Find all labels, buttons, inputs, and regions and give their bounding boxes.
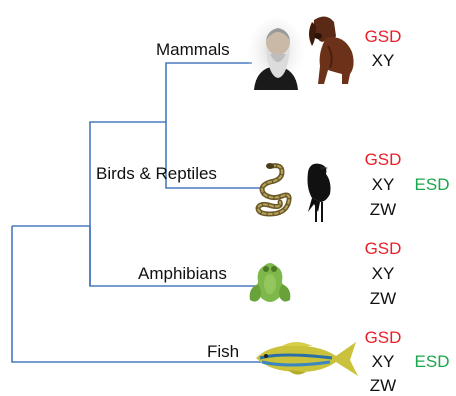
bearded-man-portrait-icon — [248, 18, 304, 90]
fish-zw-label: ZW — [358, 377, 408, 394]
fish-icon — [252, 336, 360, 380]
crow-icon — [298, 158, 338, 222]
branch-node-2 — [90, 122, 262, 286]
taxon-label-birds-reptiles: Birds & Reptiles — [96, 165, 217, 182]
mammals-xy-label: XY — [358, 52, 408, 69]
fish-xy-label: XY — [358, 353, 408, 370]
branch-mammals — [166, 63, 252, 122]
taxon-label-fish: Fish — [207, 343, 239, 360]
amphibians-xy-label: XY — [358, 265, 408, 282]
mammals-gsd-label: GSD — [358, 28, 408, 45]
snake-icon — [252, 160, 296, 222]
birds-reptiles-gsd-label: GSD — [358, 151, 408, 168]
amphibians-zw-label: ZW — [358, 290, 408, 307]
birds-reptiles-zw-label: ZW — [358, 201, 408, 218]
taxon-label-mammals: Mammals — [156, 41, 230, 58]
birds-reptiles-esd-label: ESD — [410, 176, 454, 193]
fish-gsd-label: GSD — [358, 329, 408, 346]
dog-icon — [304, 12, 360, 86]
taxon-label-amphibians: Amphibians — [138, 265, 227, 282]
fish-esd-label: ESD — [410, 353, 454, 370]
frog-icon — [246, 260, 294, 308]
amphibians-gsd-label: GSD — [358, 240, 408, 257]
birds-reptiles-xy-label: XY — [358, 176, 408, 193]
